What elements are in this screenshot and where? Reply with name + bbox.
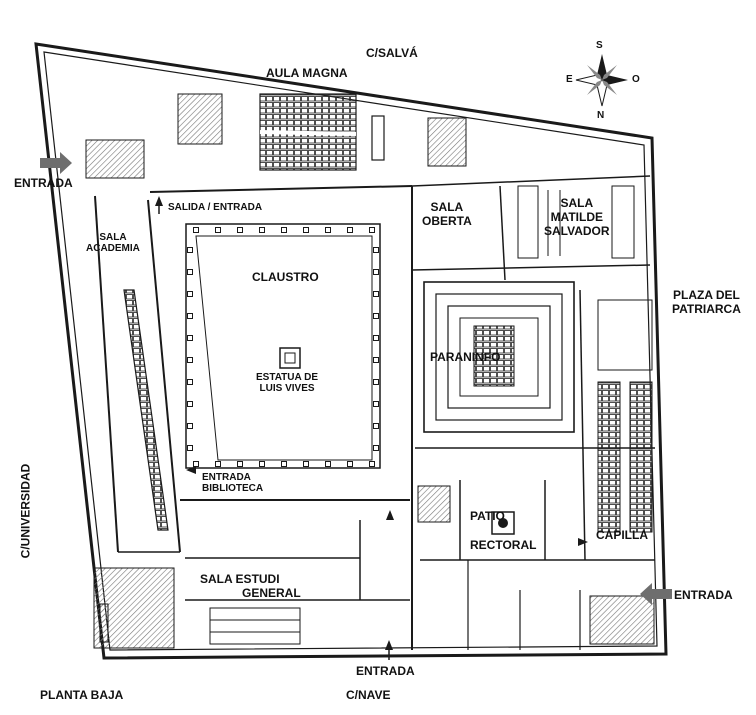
claustro-column [193, 227, 199, 233]
claustro-column [187, 423, 193, 429]
paraninfo-label: PARANINFO [430, 350, 501, 364]
claustro-column [347, 461, 353, 467]
claustro-column [215, 227, 221, 233]
claustro-column [281, 461, 287, 467]
claustro-column [303, 227, 309, 233]
biblioteca-arrow [186, 466, 196, 474]
claustro-column [325, 227, 331, 233]
claustro-column [187, 247, 193, 253]
claustro-column [373, 379, 379, 385]
claustro-column [373, 291, 379, 297]
claustro-column [187, 313, 193, 319]
compass-south-label: S [596, 40, 603, 51]
claustro-column [373, 357, 379, 363]
street-north-label: C/SALVÁ [366, 46, 418, 60]
claustro-columns [187, 227, 379, 467]
claustro-column [281, 227, 287, 233]
matilde-salvador-tables [517, 185, 635, 259]
claustro-column [259, 227, 265, 233]
west-entrance-arrow [40, 152, 72, 174]
sala-academia-shelving [123, 289, 169, 531]
claustro-column [347, 227, 353, 233]
patio-rectoral-label-2: RECTORAL [470, 538, 537, 552]
patio-rectoral-label: PATIO [470, 509, 505, 523]
hatched-areas [85, 93, 655, 649]
claustro-column [259, 461, 265, 467]
street-south-label: C/NAVE [346, 688, 391, 702]
claustro-column [369, 461, 375, 467]
claustro-column [187, 445, 193, 451]
salida-arrow [155, 196, 163, 206]
claustro-column [373, 313, 379, 319]
capilla-label: CAPILLA [596, 528, 648, 542]
claustro-column [325, 461, 331, 467]
claustro-column [237, 227, 243, 233]
east-entrance-label: ENTRADA [674, 588, 733, 602]
claustro-column [373, 423, 379, 429]
floor-label: PLANTA BAJA [40, 688, 124, 702]
south-entrance-label: ENTRADA [356, 664, 415, 678]
claustro-column [187, 269, 193, 275]
east-entrance-arrow [640, 583, 672, 605]
patio-fountain [491, 511, 515, 535]
claustro-column [373, 247, 379, 253]
compass-rose [575, 54, 628, 107]
claustro-column [187, 291, 193, 297]
claustro-column [373, 445, 379, 451]
aula-magna-label: AULA MAGNA [266, 66, 348, 80]
compass-east-label: E [566, 74, 573, 85]
claustro-column [303, 461, 309, 467]
claustro-column [373, 401, 379, 407]
claustro-area [185, 223, 381, 469]
claustro-column [187, 335, 193, 341]
capilla-arrow [578, 538, 588, 546]
compass-north-label: N [597, 110, 605, 121]
entrance-arrows [40, 152, 672, 660]
salida-entrada-label: SALIDA / ENTRADA [168, 202, 263, 213]
aula-magna-seating [259, 93, 385, 171]
south-corridor-arrow [386, 510, 394, 520]
claustro-column [187, 379, 193, 385]
claustro-column [369, 227, 375, 233]
claustro-column [373, 269, 379, 275]
claustro-column [373, 335, 379, 341]
claustro-column [187, 357, 193, 363]
claustro-column [215, 461, 221, 467]
capilla-pews [597, 299, 653, 533]
claustro-label: CLAUSTRO [252, 270, 319, 284]
west-entrance-label: ENTRADA [14, 176, 73, 190]
street-west-label: C/UNIVERSIDAD [18, 463, 33, 559]
claustro-column [237, 461, 243, 467]
south-entrance-arrow [385, 640, 393, 650]
paraninfo-seating [423, 281, 575, 433]
claustro-column [187, 401, 193, 407]
compass-west-label: O [632, 74, 640, 85]
estudi-general-desks [99, 603, 301, 645]
